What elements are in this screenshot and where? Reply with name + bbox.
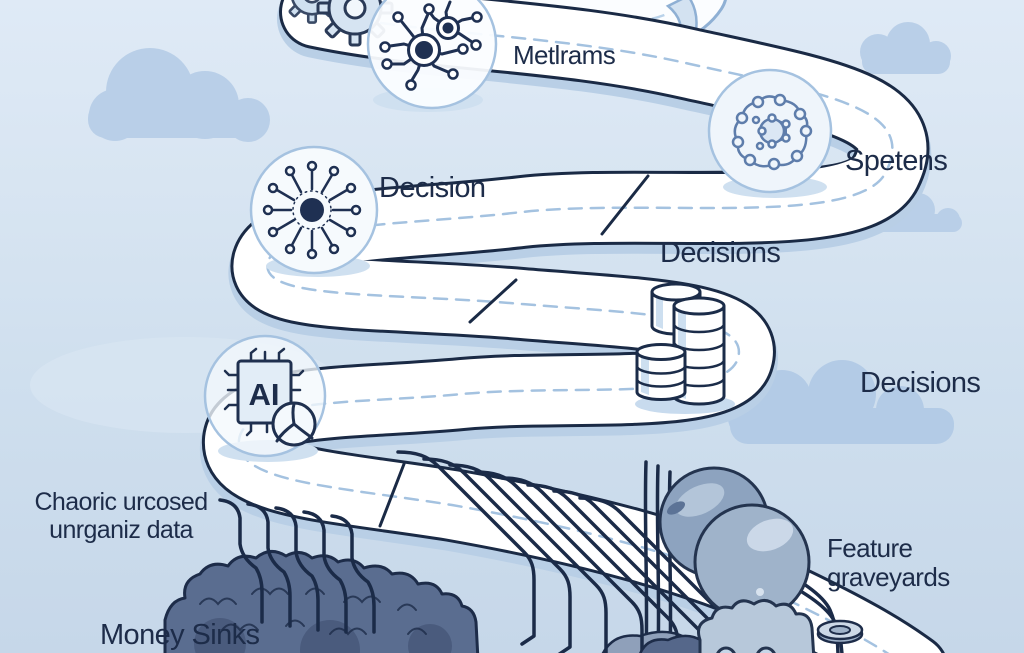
pie-chart-icon [271, 401, 317, 447]
milestone-bubble-ai: AI [203, 334, 327, 458]
milestone-bubble-spetens [707, 68, 833, 194]
road-seam [378, 174, 650, 528]
label-decision: Decision [379, 172, 486, 204]
label-feature-line1: Feature [827, 533, 913, 563]
cable-icon [218, 498, 376, 634]
label-spetens: Spetens [845, 145, 948, 177]
label-chaotic-line1: Chaoric urcosed [34, 488, 208, 516]
milestone-bubble-decision [249, 145, 379, 275]
ai-chip-icon: AI [223, 347, 305, 437]
molecule-cluster-icon [731, 93, 813, 171]
road-dashed-centerline [237, 10, 894, 653]
label-money-sinks: Money Sinks [100, 619, 260, 651]
label-metlrams: Metlrams [513, 40, 616, 70]
cloud-icon [860, 22, 951, 74]
label-feature-line2: graveyards [827, 562, 950, 592]
label-chaotic-line2: unrganiz data [49, 516, 193, 544]
winding-road [200, 0, 945, 653]
cloud-icon [88, 48, 270, 142]
circuit-node-icon [379, 0, 483, 91]
neuron-burst-icon [262, 160, 362, 260]
coin-icon [816, 619, 864, 645]
label-chaotic-data: Chaoric urcosed unrganiz data [14, 488, 228, 544]
milestone-bubble-metlrams [366, 0, 498, 110]
database-stack-icon [635, 282, 726, 406]
boulder-icon [693, 503, 811, 621]
ai-chip-label: AI [249, 377, 280, 412]
label-decisions-mid: Decisions [660, 237, 781, 269]
rock-pile-icon [697, 599, 816, 653]
label-feature-graveyards: Feature graveyards [827, 534, 950, 592]
rock-pile-icon [163, 550, 480, 653]
label-decisions-right: Decisions [860, 367, 981, 399]
